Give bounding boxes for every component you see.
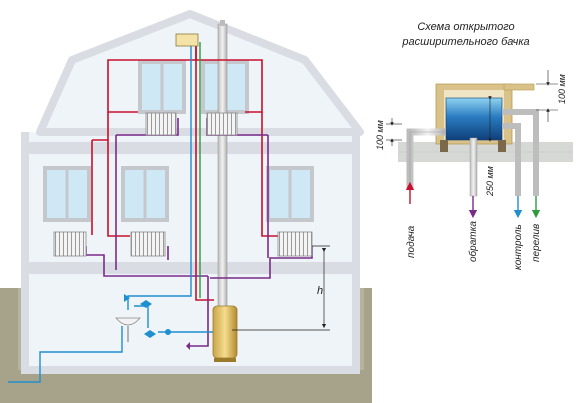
boiler xyxy=(212,305,238,362)
label-control: контроль xyxy=(513,224,524,270)
tank-detail: 100 мм 100 мм 250 мм подача обратка конт… xyxy=(375,70,573,270)
sink xyxy=(115,317,141,342)
radiator-floor1-1 xyxy=(53,231,87,257)
label-supply: подача xyxy=(406,225,417,258)
label-overflow: перелив xyxy=(531,224,542,262)
flue-pipe xyxy=(217,20,228,315)
height-dimension: h xyxy=(232,245,330,331)
expansion-tank-small xyxy=(175,33,199,47)
radiator-attic-right xyxy=(206,112,238,136)
dim-bottom-depth: 250 мм xyxy=(485,166,495,197)
label-return: обратка xyxy=(467,221,479,262)
dim-top-gap: 100 мм xyxy=(557,74,567,104)
control-pipes xyxy=(8,42,214,383)
diagram-title-line1: Схема открытого xyxy=(417,21,515,33)
radiator-attic-left xyxy=(145,112,177,136)
radiators xyxy=(53,112,313,257)
valves xyxy=(124,294,190,350)
radiator-floor1-3 xyxy=(277,231,313,257)
window-attic-left xyxy=(138,60,186,114)
window-floor1-3 xyxy=(266,166,314,222)
diagram-title: Схема открытого расширительного бачка xyxy=(386,20,546,50)
diagram-title-line2: расширительного бачка xyxy=(402,36,530,48)
window-floor1-2 xyxy=(121,166,169,222)
tank-water xyxy=(445,97,503,141)
dim-inlet-gap: 100 мм xyxy=(375,120,385,150)
window-floor1-1 xyxy=(43,166,91,222)
radiator-floor1-2 xyxy=(130,231,166,257)
height-label: h xyxy=(317,285,323,297)
